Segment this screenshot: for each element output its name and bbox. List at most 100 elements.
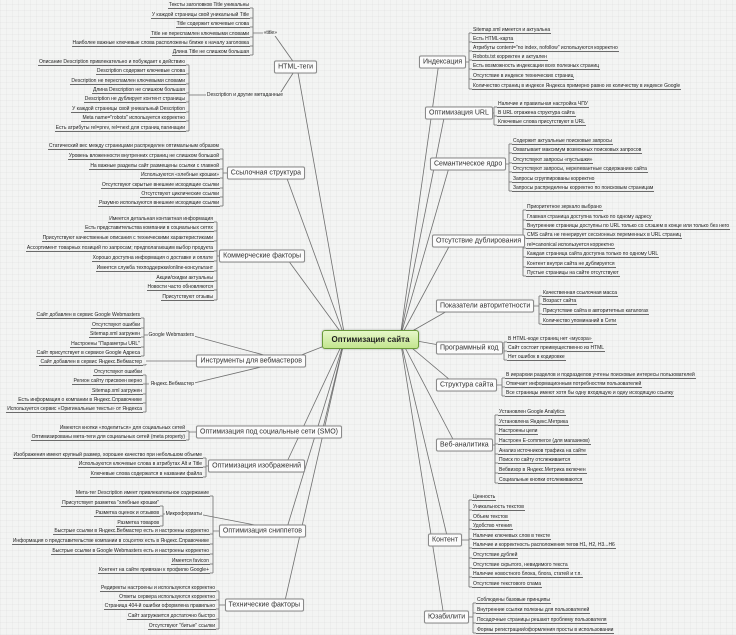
topic-node[interactable]: Коммерческие факторы	[219, 249, 305, 263]
list-item[interactable]: Отсутствуют скрытые внешние исходящие сс…	[100, 182, 220, 189]
list-item[interactable]: Страница 404-й ошибки оформлена правильн…	[103, 603, 216, 610]
list-item[interactable]: Разметка оценок и отзывов	[94, 510, 160, 517]
topic-node[interactable]: Оптимизация сниппетов	[218, 524, 306, 538]
list-item[interactable]: Запросы распределены корректно по поиско…	[512, 185, 655, 192]
list-item[interactable]: Атрибуты content="no index, nofollow" ис…	[472, 45, 619, 52]
topic-node[interactable]: Веб-аналитика	[436, 438, 493, 452]
list-item[interactable]: Отсутствие скрытого, невидимого текста	[472, 562, 569, 569]
list-item[interactable]: Description не дублирует контент страниц…	[83, 96, 186, 103]
list-item[interactable]: Все страницы имеют хотя бы одну входящую…	[505, 390, 675, 397]
list-item[interactable]: Отсутствуют ошибки	[93, 369, 143, 376]
subtopic-node[interactable]: Description и другие метаданные	[205, 92, 284, 98]
list-item[interactable]: Регион сайту присвоен верно	[72, 378, 143, 385]
list-item[interactable]: Присутствует разметка "хлебные крошки"	[61, 500, 160, 507]
list-item[interactable]: Тексты заголовков Title уникальны	[167, 2, 250, 9]
subtopic-node[interactable]: Google Webmasters	[147, 332, 195, 338]
topic-node[interactable]: Оптимизация под социальные сети (SMO)	[196, 425, 342, 439]
list-item[interactable]: Настроен E-commerce (для магазинов)	[498, 438, 591, 445]
list-item[interactable]: Sitemap.xml загружен	[89, 331, 141, 338]
list-item[interactable]: Сайт состоит преимущественно из HTML	[507, 345, 606, 352]
list-item[interactable]: Информация о представительстве компании …	[11, 538, 210, 545]
central-topic[interactable]: Оптимизация сайта	[322, 330, 419, 349]
list-item[interactable]: Отсутствие дублей	[472, 552, 519, 559]
list-item[interactable]: Описание Description привлекательно и по…	[38, 59, 186, 66]
topic-node[interactable]: Индексация	[419, 55, 467, 69]
list-item[interactable]: Анализ источников трафика на сайте	[498, 448, 587, 455]
list-item[interactable]: Поиск по сайту отслеживается	[498, 457, 572, 464]
topic-node[interactable]: Семантическое ядро	[430, 157, 507, 171]
list-item[interactable]: Сайт загружается достаточно быстро	[126, 613, 216, 620]
topic-node[interactable]: Показатели авторитетности	[436, 299, 535, 313]
list-item[interactable]: Настроены "Параметры URL"	[70, 341, 141, 348]
list-item[interactable]: Ключевые слова содержатся в названии фай…	[89, 471, 203, 478]
list-item[interactable]: Статический вес между страницами распред…	[47, 143, 220, 150]
list-item[interactable]: Быстрые ссылки в Яндекс.Вебмастер есть и…	[53, 528, 210, 535]
list-item[interactable]: Настроены цели	[498, 428, 539, 435]
list-item[interactable]: Robots.txt корректен и актуален	[472, 54, 548, 61]
list-item[interactable]: В иерархии разделов и подразделов учтены…	[505, 372, 696, 379]
list-item[interactable]: Используется сервис «Оригинальные тексты…	[6, 406, 143, 413]
list-item[interactable]: Используются ключевые слова в атрибутах …	[77, 461, 203, 468]
list-item[interactable]: Ответы сервера используются корректно	[118, 594, 216, 601]
list-item[interactable]: Возраст сайта	[542, 298, 578, 305]
list-item[interactable]: Главная страница доступна только по одно…	[526, 214, 653, 221]
list-item[interactable]: Содержит актуальные поисковые запросы	[512, 138, 613, 145]
list-item[interactable]: Присутствуют отзывы	[161, 294, 214, 301]
list-item[interactable]: Оптимизированы мета-теги для социальных …	[30, 434, 186, 441]
list-item[interactable]: Внутренние страницы доступны по URL толь…	[526, 223, 731, 230]
list-item[interactable]: Каждая страница сайта доступна только по…	[526, 251, 660, 258]
list-item[interactable]: Отсутствие текстового спама	[472, 581, 543, 588]
list-item[interactable]: Есть информация о компании в Яндекс.Спра…	[17, 397, 143, 404]
list-item[interactable]: У каждой страницы свой уникальный Descri…	[71, 106, 186, 113]
topic-node[interactable]: Контент	[428, 533, 462, 547]
list-item[interactable]: Сайт присутствует в сервисе Google Адрес…	[35, 350, 141, 357]
subtopic-node[interactable]: Микроформаты	[164, 511, 203, 517]
list-item[interactable]: Description содержит ключевые слова	[95, 68, 186, 75]
list-item[interactable]: Количество страниц в индексе Яндекса при…	[472, 83, 682, 90]
list-item[interactable]: Наличие и правильная настройка ЧПУ	[497, 101, 589, 108]
list-item[interactable]: Имеется служба техподдержки/online-консу…	[95, 265, 214, 272]
list-item[interactable]: Sitemap.xml имеется и актуальна	[472, 27, 552, 34]
list-item[interactable]: Есть HTML-карта	[472, 36, 515, 43]
list-item[interactable]: Уникальность текстов	[472, 504, 525, 511]
list-item[interactable]: Title не переспамлен ключевыми словами	[150, 31, 250, 38]
topic-node[interactable]: Оптимизация URL	[425, 106, 493, 120]
list-item[interactable]: Качественная ссылочная масса	[542, 290, 619, 297]
list-item[interactable]: Контент внутри сайта не дублируется	[526, 261, 616, 268]
list-item[interactable]: В HTML-коде страниц нет «мусора»	[507, 336, 593, 343]
subtopic-node[interactable]: Яндекс.Вебмастер	[149, 381, 195, 387]
topic-node[interactable]: Ссылочная структура	[226, 166, 305, 180]
list-item[interactable]: Формы регистрации/оформления просты в ис…	[476, 627, 615, 634]
list-item[interactable]: Отсутствуют запросы «пустышки»	[512, 157, 594, 164]
list-item[interactable]: Пустые страницы на сайте отсутствуют	[526, 270, 620, 277]
list-item[interactable]: Ценность	[472, 494, 497, 501]
list-item[interactable]: У каждой страницы свой уникальный Title	[150, 12, 250, 19]
list-item[interactable]: Длина Description не слишком большая	[92, 87, 186, 94]
topic-node[interactable]: HTML-теги	[274, 60, 317, 74]
list-item[interactable]: Отвечает информационным потребностям пол…	[505, 381, 643, 388]
list-item[interactable]: Имеется favicon	[170, 558, 210, 565]
list-item[interactable]: Социальные кнопки отслеживаются	[498, 477, 584, 484]
list-item[interactable]: Наличие новостного блока, блога, статей …	[472, 571, 583, 578]
subtopic-node[interactable]: «title»	[262, 30, 278, 36]
list-item[interactable]: Meta name="robots" используется корректн…	[81, 115, 186, 122]
list-item[interactable]: Длина Title не слишком большая	[171, 49, 250, 56]
list-item[interactable]: Используются «хлебные крошки»	[139, 172, 220, 179]
list-item[interactable]: Нет ошибок в кодировке	[507, 354, 566, 361]
list-item[interactable]: Отсутствуют запросы, нерелевантные содер…	[512, 166, 648, 173]
list-item[interactable]: Разумно используются внешние исходящие с…	[98, 200, 220, 207]
topic-node[interactable]: Юзабилити	[424, 610, 470, 624]
list-item[interactable]: Охватывает максимум возможных поисковых …	[512, 147, 643, 154]
topic-node[interactable]: Инструменты для вебмастеров	[196, 354, 306, 368]
list-item[interactable]: Новости часто обновляются	[146, 284, 214, 291]
list-item[interactable]: Отсутствуют циклические ссылки	[140, 191, 220, 198]
list-item[interactable]: Акции/скидки актуальны	[155, 275, 214, 282]
list-item[interactable]: Внутренние ссылки полезны для пользовате…	[476, 607, 591, 614]
list-item[interactable]: Мета-тег Description имеет привлекательн…	[74, 490, 210, 497]
topic-node[interactable]: Структура сайта	[436, 378, 498, 392]
list-item[interactable]: Ключевые слова присутствуют в URL	[497, 119, 587, 126]
list-item[interactable]: Есть возможность индексации всех полезны…	[472, 63, 601, 70]
list-item[interactable]: Отсутствуют ошибки	[91, 322, 141, 329]
list-item[interactable]: Объем текстов	[472, 514, 509, 521]
list-item[interactable]: Наличие ключевых слов в тексте	[472, 533, 552, 540]
